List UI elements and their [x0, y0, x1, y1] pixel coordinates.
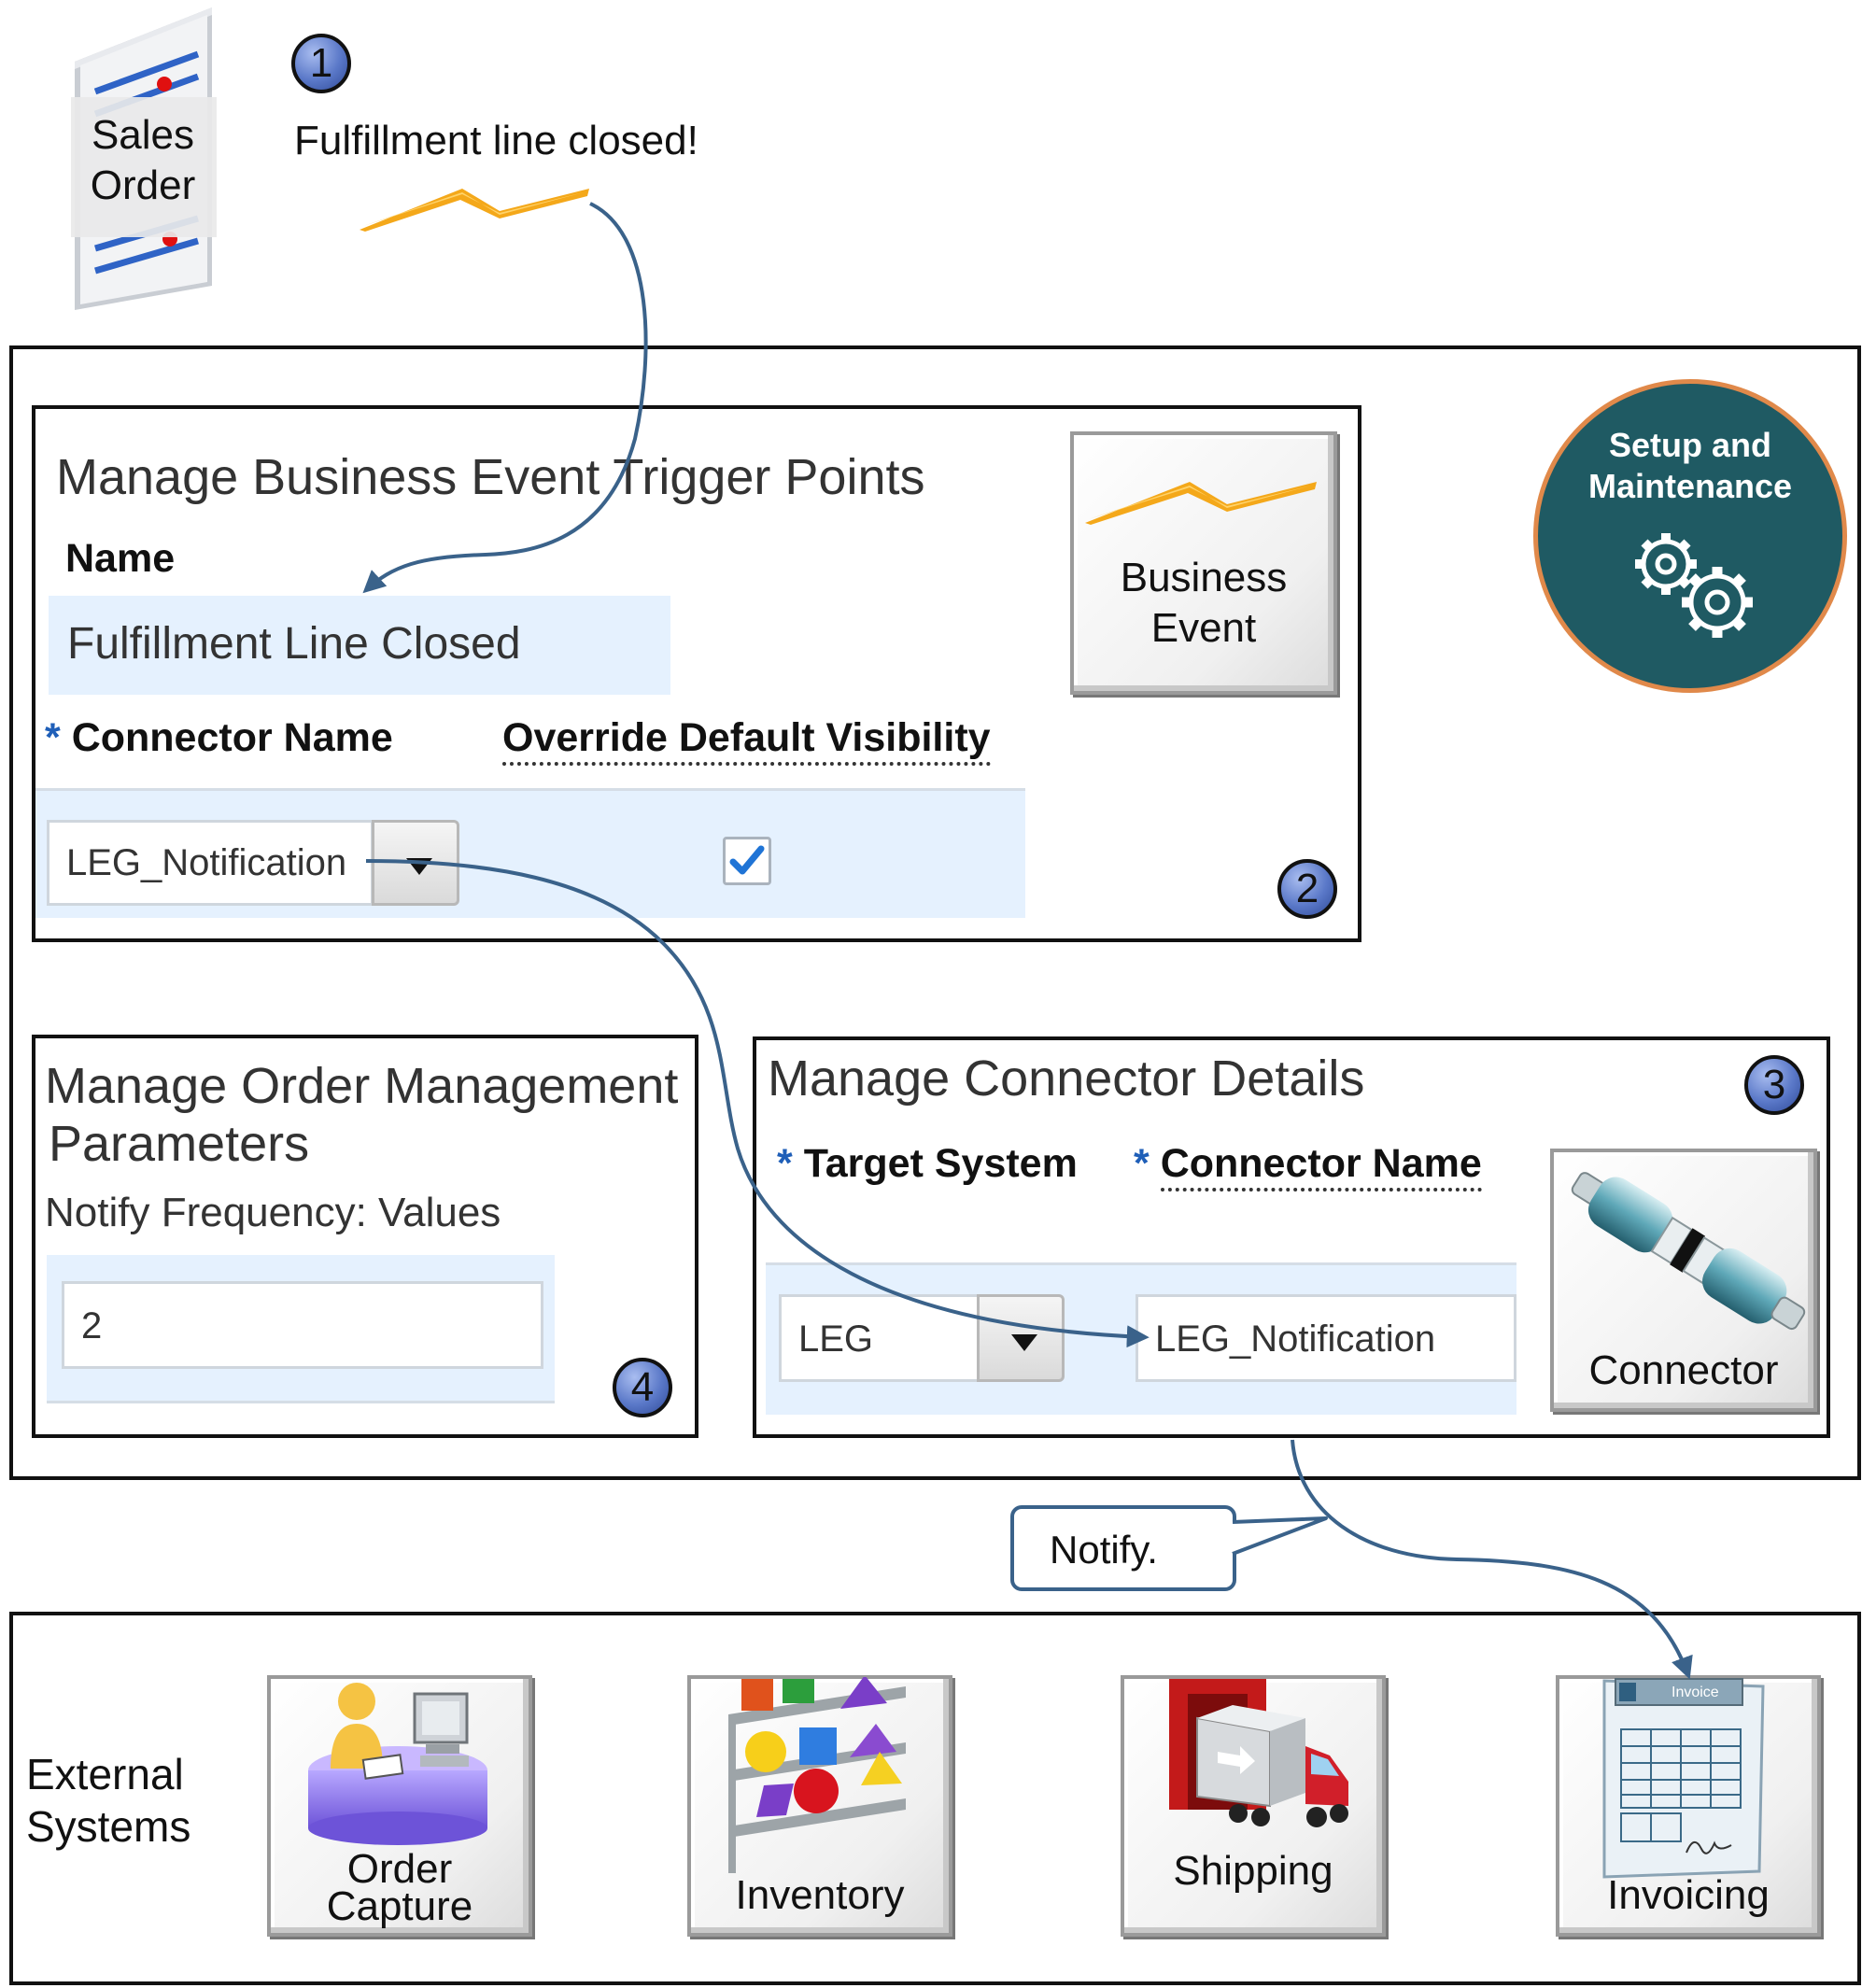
- connector-details-name-label[interactable]: * Connector Name: [1134, 1141, 1482, 1191]
- shipping-label: Shipping: [1173, 1848, 1333, 1894]
- order-capture-icon: [308, 1683, 487, 1845]
- om-parameters-title-line1: Manage Order Management: [45, 1058, 679, 1114]
- sales-order-label-line1: Sales: [91, 112, 195, 158]
- checkmark-icon: [729, 845, 765, 875]
- connector-details-title: Manage Connector Details: [768, 1050, 1365, 1107]
- inventory-label: Inventory: [735, 1872, 905, 1918]
- override-visibility-label[interactable]: Override Default Visibility: [502, 715, 991, 766]
- connector-details-name-input[interactable]: LEG_Notification: [1136, 1294, 1516, 1382]
- sales-order-label: Sales Order: [67, 110, 219, 211]
- step-4-badge: 4: [613, 1358, 672, 1417]
- shipping-truck-icon: [1169, 1679, 1348, 1827]
- setup-maintenance-label: Setup and Maintenance: [1538, 425, 1842, 507]
- inventory-icon: [728, 1677, 906, 1873]
- notify-frequency-input[interactable]: 2: [62, 1281, 543, 1369]
- business-event-tile: [1070, 431, 1337, 695]
- connector-name-dropdown-button[interactable]: [372, 820, 459, 906]
- order-capture-label-line2: Capture: [326, 1883, 473, 1929]
- target-system-select[interactable]: LEG: [779, 1294, 980, 1382]
- name-value-band: [49, 596, 670, 695]
- gears-icon: [1635, 533, 1753, 638]
- target-system-dropdown-button[interactable]: [977, 1294, 1065, 1382]
- chevron-down-icon: [1011, 1334, 1037, 1351]
- order-management-frame: [9, 345, 1861, 1480]
- notify-callout: Notify.: [1010, 1505, 1236, 1591]
- external-label-line1: External: [26, 1750, 184, 1798]
- external-systems-label: External Systems: [26, 1748, 190, 1853]
- connector-name-select[interactable]: LEG_Notification: [47, 820, 374, 906]
- setup-maintenance-badge: Setup and Maintenance: [1533, 379, 1847, 693]
- step-3-badge: 3: [1744, 1055, 1804, 1115]
- notify-callout-pointer: [1232, 1516, 1328, 1556]
- invoicing-label: Invoicing: [1607, 1872, 1770, 1918]
- external-label-line2: Systems: [26, 1802, 191, 1851]
- setup-label-line2: Maintenance: [1587, 467, 1793, 505]
- required-marker: *: [45, 715, 61, 760]
- order-capture-label: Order Capture: [267, 1846, 532, 1929]
- invoice-doc-text: Invoice: [1672, 1685, 1719, 1700]
- name-label: Name: [65, 536, 176, 581]
- sales-order-label-line2: Order: [90, 162, 196, 208]
- trigger-points-title: Manage Business Event Trigger Points: [56, 449, 925, 505]
- connector-details-name-label-text[interactable]: Connector Name: [1160, 1141, 1482, 1191]
- setup-label-line1: Setup and: [1608, 426, 1771, 464]
- invoice-icon: [1602, 1678, 1765, 1879]
- target-system-label: * Target System: [777, 1141, 1078, 1187]
- override-visibility-label-text[interactable]: Override Default Visibility: [502, 715, 991, 766]
- connector-icon: [1571, 1172, 1806, 1331]
- target-system-label-text: Target System: [803, 1141, 1078, 1186]
- step-1-badge: 1: [291, 34, 351, 93]
- target-required-marker: *: [777, 1141, 793, 1186]
- sales-order-icon: Sales Order: [67, 6, 219, 310]
- business-event-tile-bolt-icon: [1085, 482, 1317, 525]
- step-1-caption: Fulfillment line closed!: [294, 118, 698, 163]
- connector-name-label-text: Connector Name: [71, 715, 393, 760]
- business-event-tile-label: Business Event: [1070, 553, 1337, 654]
- connector-tile-label: Connector: [1588, 1347, 1779, 1393]
- notify-callout-text: Notify.: [1050, 1528, 1158, 1572]
- notify-frequency-label: Notify Frequency: Values: [45, 1190, 501, 1235]
- connector-name-label: * Connector Name: [45, 715, 393, 761]
- chevron-down-icon: [406, 858, 432, 875]
- order-capture-label-line1: Order: [346, 1846, 453, 1892]
- sales-order-document-graphic: [71, 7, 217, 310]
- business-event-label-line1: Business: [1120, 555, 1288, 600]
- step-2-badge: 2: [1277, 859, 1337, 919]
- business-event-bolt-icon: [360, 189, 589, 232]
- connector-required-marker: *: [1134, 1141, 1150, 1186]
- name-value: Fulfillment Line Closed: [67, 619, 521, 669]
- business-event-label-line2: Event: [1150, 605, 1257, 651]
- om-parameters-title-line2: Parameters: [49, 1116, 310, 1172]
- override-visibility-checkbox[interactable]: [723, 837, 771, 885]
- external-systems-frame: [9, 1612, 1861, 1985]
